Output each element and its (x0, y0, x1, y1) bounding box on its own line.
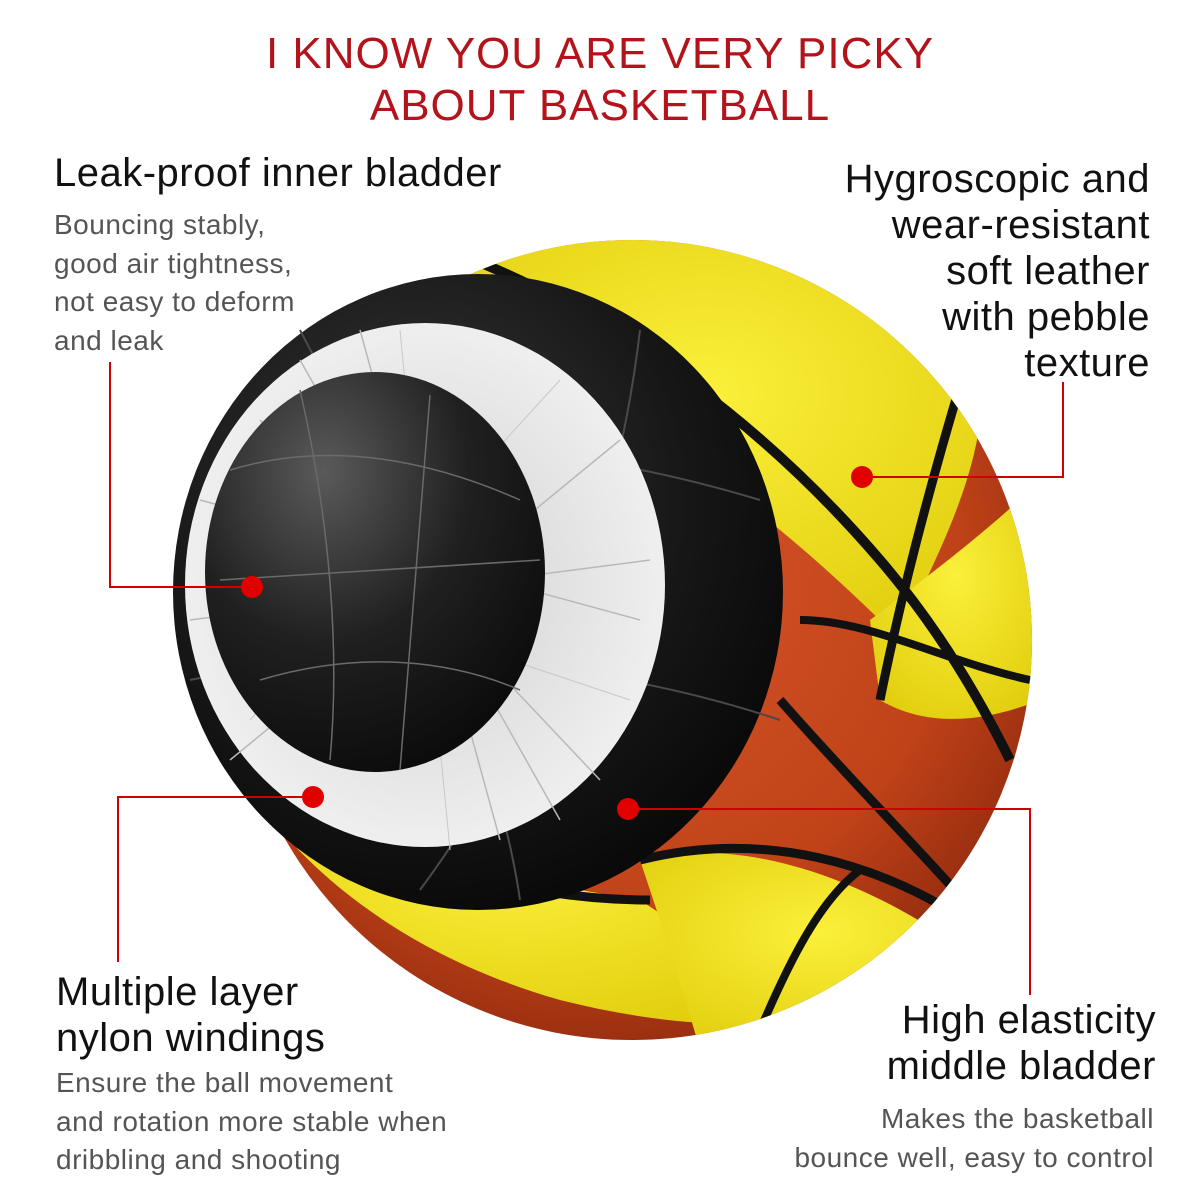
inner-bladder-desc-line: good air tightness, (54, 247, 293, 279)
nylon-title-line: nylon windings (56, 1016, 326, 1060)
middle-bladder-title-line: High elasticity (901, 998, 1156, 1042)
leather-title-line: Hygroscopic and (844, 157, 1150, 201)
marker-leather (851, 466, 873, 488)
marker-nylon (302, 786, 324, 808)
inner-bladder-desc-line: not easy to deform (54, 286, 295, 317)
callout-markers (241, 466, 873, 820)
middle-bladder-description: Makes the basketball bounce well, easy t… (794, 1100, 1154, 1177)
headline-line-1: I KNOW YOU ARE VERY PICKY (265, 29, 935, 78)
marker-middle-bladder (617, 798, 639, 820)
leather-title: Hygroscopic and wear-resistant soft leat… (845, 156, 1150, 386)
headline: I KNOW YOU ARE VERY PICKY ABOUT BASKETBA… (0, 28, 1200, 132)
nylon-description: Ensure the ball movement and rotation mo… (56, 1064, 447, 1180)
leather-title-line: wear-resistant (891, 203, 1150, 247)
nylon-title-line: Multiple layer (56, 970, 299, 1014)
leather-title-line: texture (1024, 341, 1150, 385)
nylon-desc-line: Ensure the ball movement (56, 1067, 394, 1098)
middle-bladder-title-line: middle bladder (886, 1044, 1156, 1088)
nylon-desc-line: dribbling and shooting (56, 1144, 341, 1175)
inner-bladder-desc-line: Bouncing stably, (54, 209, 266, 240)
leather-title-line: with pebble (942, 295, 1150, 339)
nylon-desc-line: and rotation more stable when (56, 1105, 448, 1137)
inner-bladder-title: Leak-proof inner bladder (54, 151, 502, 195)
middle-bladder-desc-line: Makes the basketball (880, 1103, 1154, 1134)
callout-lines (109, 362, 1064, 995)
leather-title-line: soft leather (946, 249, 1150, 293)
headline-line-2: ABOUT BASKETBALL (369, 81, 831, 130)
middle-bladder-desc-line: bounce well, easy to control (794, 1141, 1154, 1173)
middle-bladder-title: High elasticity middle bladder (887, 997, 1156, 1089)
inner-bladder-description: Bouncing stably, good air tightness, not… (54, 206, 295, 360)
nylon-title: Multiple layer nylon windings (56, 969, 325, 1061)
marker-inner-bladder (241, 576, 263, 598)
inner-bladder-layer (205, 372, 545, 772)
inner-bladder-desc-line: and leak (54, 324, 164, 356)
